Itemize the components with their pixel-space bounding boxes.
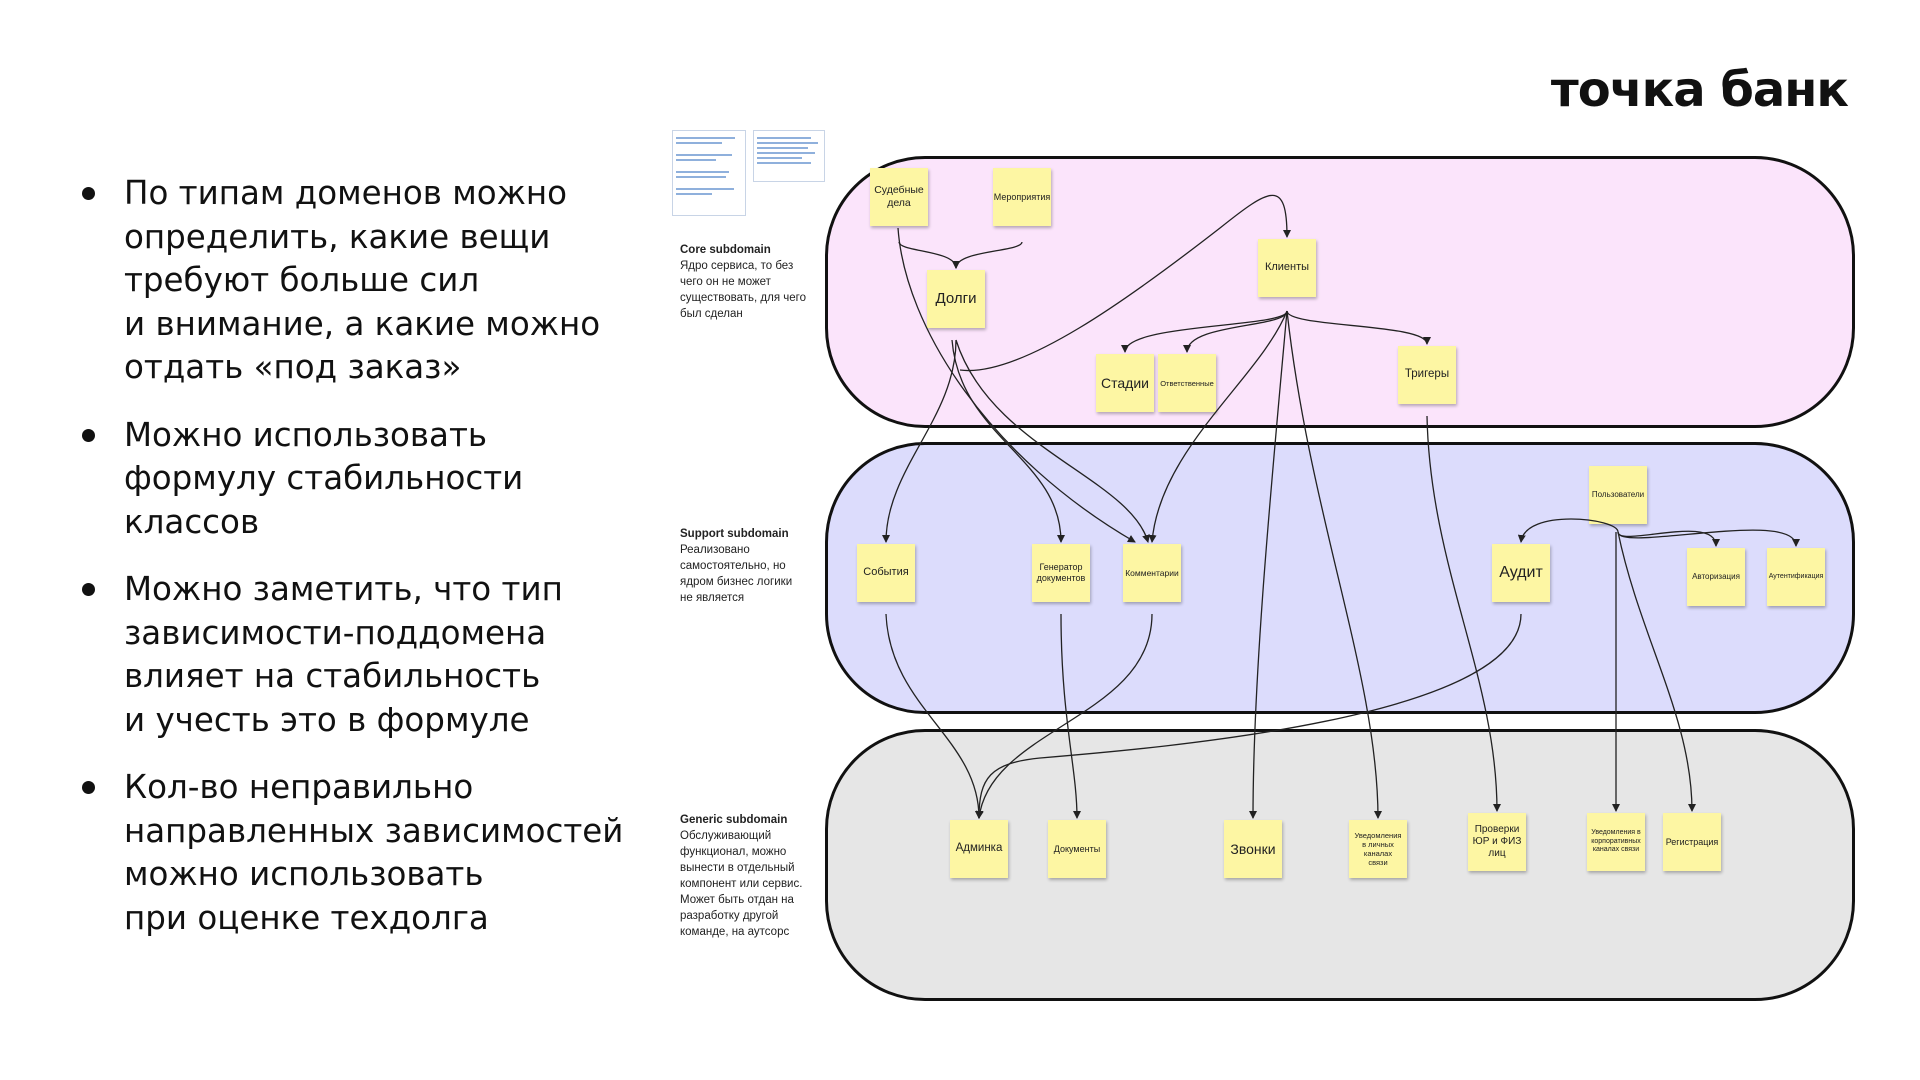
sticky-polzovateli: Пользователи [1589, 466, 1647, 524]
sticky-autentifikatsiya: Аутентификация [1767, 548, 1825, 606]
bullet-text: По типам доменов можно определить, какие… [124, 174, 601, 386]
bullet-item: Можно использовать формулу стабильности … [80, 414, 640, 545]
bullet-text: Можно заметить, что тип зависимости-подд… [124, 570, 563, 739]
sticky-dolgi: Долги [927, 270, 985, 328]
core-subdomain-text: Ядро сервиса, то без чего он не может су… [680, 260, 806, 320]
bullet-item: По типам доменов можно определить, какие… [80, 172, 640, 390]
bullet-item: Можно заметить, что тип зависимости-подд… [80, 568, 640, 742]
sticky-trigery: Тригеры [1398, 346, 1456, 404]
bullet-text: Кол-во неправильно направленных зависимо… [124, 768, 624, 937]
core-subdomain-title: Core subdomain [680, 244, 771, 256]
sticky-dokumenty: Документы [1048, 820, 1106, 878]
sticky-stadii: Стадии [1096, 354, 1154, 412]
generic-subdomain-text: Обслуживающий функционал, можно вынести … [680, 830, 803, 938]
sticky-adminka: Админка [950, 820, 1008, 878]
bullet-dot-icon [82, 583, 95, 596]
sticky-uvedomleniya-korp: Уведомления в корпоративных каналах связ… [1587, 813, 1645, 871]
bullet-dot-icon [82, 428, 95, 442]
domain-diagram: Core subdomain Ядро сервиса, то без чего… [660, 118, 1860, 1018]
link-list-thumbnail [753, 130, 825, 182]
sticky-klienty: Клиенты [1258, 239, 1316, 297]
support-subdomain-description: Support subdomain Реализовано самостояте… [680, 526, 825, 606]
brand-logo: точка банк [1550, 62, 1849, 118]
sticky-zvonki: Звонки [1224, 820, 1282, 878]
sticky-sobytiya: События [857, 544, 915, 602]
support-subdomain-title: Support subdomain [680, 528, 789, 540]
sticky-otvetstvennye: Ответственные [1158, 354, 1216, 412]
sticky-generator-dokumentov: Генератор документов [1032, 544, 1090, 602]
bullet-list: По типам доменов можно определить, какие… [80, 172, 640, 964]
sticky-proverki: Проверки ЮР и ФИЗ лиц [1468, 813, 1526, 871]
sticky-registratsiya: Регистрация [1663, 813, 1721, 871]
generic-subdomain-description: Generic subdomain Обслуживающий функцион… [680, 812, 825, 940]
support-subdomain-text: Реализовано самостоятельно, но ядром биз… [680, 544, 793, 604]
bullet-text: Можно использовать формулу стабильности … [124, 415, 524, 541]
bullet-dot-icon [82, 187, 95, 200]
bullet-item: Кол-во неправильно направленных зависимо… [80, 766, 640, 940]
sticky-kommentarii: Комментарии [1123, 544, 1181, 602]
bullet-dot-icon [82, 781, 95, 794]
link-list-thumbnail [672, 130, 746, 216]
core-subdomain-description: Core subdomain Ядро сервиса, то без чего… [680, 242, 825, 322]
sticky-audit: Аудит [1492, 544, 1550, 602]
sticky-avtorizatsiya: Авторизация [1687, 548, 1745, 606]
generic-subdomain-title: Generic subdomain [680, 814, 788, 826]
sticky-sudebnye-dela: Судебные дела [870, 168, 928, 226]
sticky-uvedomleniya-lichnye: Уведомления в личных каналах связи [1349, 820, 1407, 878]
sticky-meropriyatiya: Мероприятия [993, 168, 1051, 226]
